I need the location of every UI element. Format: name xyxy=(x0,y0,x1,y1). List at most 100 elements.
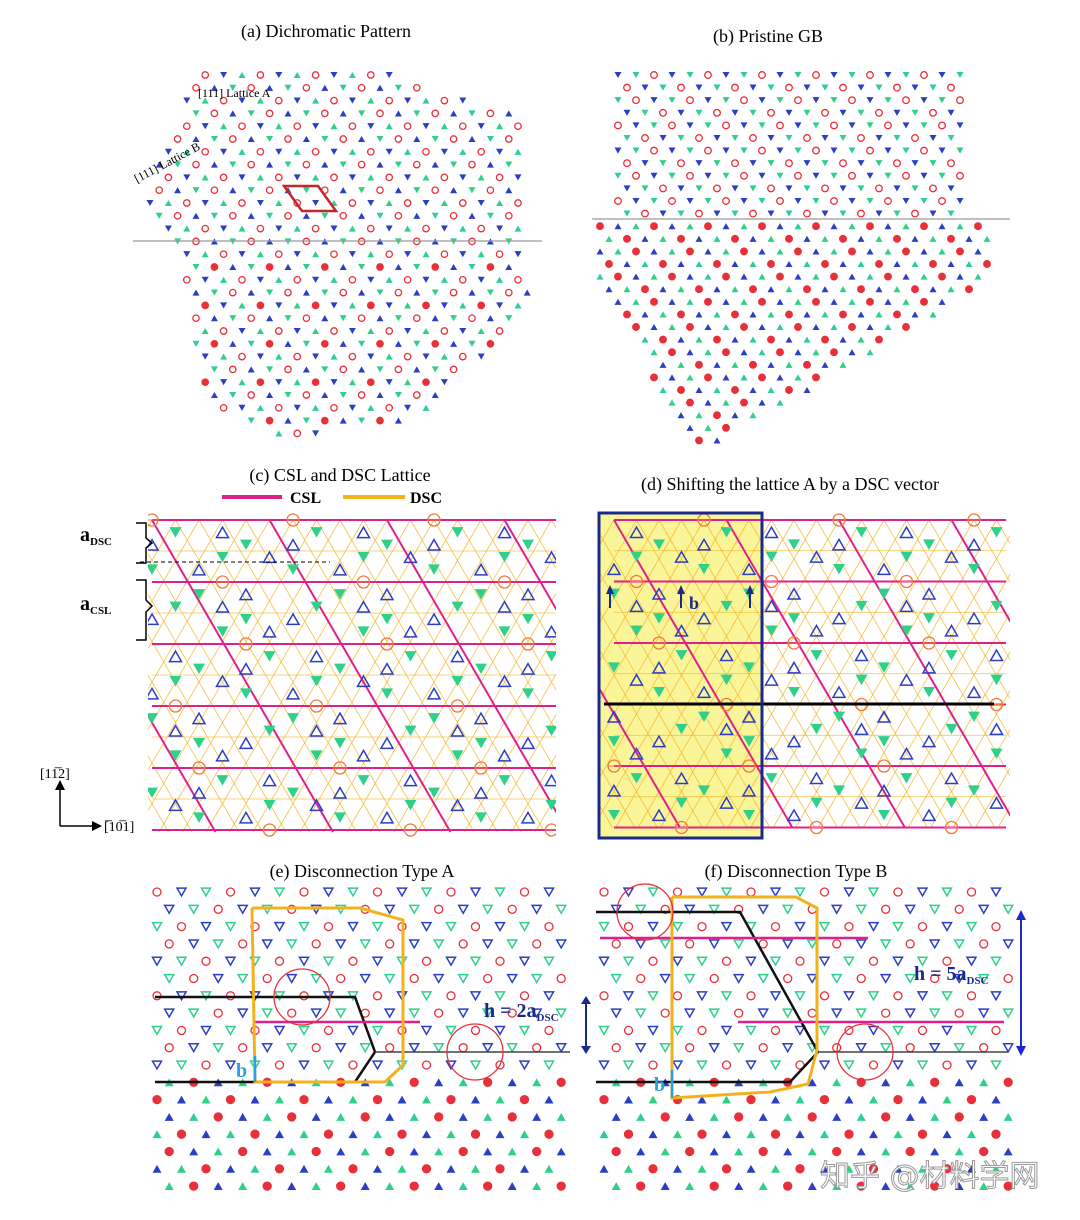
lattice-site-blue-triangle xyxy=(713,134,721,142)
lattice-site-green-triangle xyxy=(431,289,439,296)
lattice-site-circle xyxy=(164,1043,174,1053)
dsc-line xyxy=(148,519,153,528)
lattice-site-green-triangle xyxy=(339,315,347,322)
lattice-site-blue-triangle xyxy=(855,1043,867,1054)
lattice-site-blue-triangle xyxy=(686,273,694,280)
lattice-b-label: [111] Lattice B xyxy=(132,139,203,185)
lattice-site-circle xyxy=(155,186,164,195)
lattice-site-blue-triangle xyxy=(273,921,286,933)
lattice-site-circle xyxy=(302,391,311,399)
dsc-site-green-triangle xyxy=(451,675,464,687)
dsc-line xyxy=(457,519,556,691)
lattice-site-circle xyxy=(376,263,384,271)
lattice-site-green-triangle xyxy=(275,276,283,283)
lattice-site-green-triangle xyxy=(373,1130,382,1139)
lattice-site-green-triangle xyxy=(201,1095,211,1104)
lattice-site-green-triangle xyxy=(285,939,298,950)
lattice-site-blue-triangle xyxy=(175,887,188,898)
lattice-site-circle xyxy=(821,335,829,344)
lattice-site-circle xyxy=(311,1146,321,1157)
lattice-site-blue-triangle xyxy=(794,273,802,280)
dsc-site-green-triangle xyxy=(404,725,417,737)
lattice-site-circle xyxy=(483,1077,493,1087)
lattice-site-circle xyxy=(830,121,838,130)
lattice-site-green-triangle xyxy=(920,122,928,129)
lattice-site-circle xyxy=(881,904,891,914)
lattice-site-circle xyxy=(632,247,640,256)
lattice-site-circle xyxy=(504,135,513,143)
dsc-line xyxy=(1065,520,1080,828)
lattice-site-circle xyxy=(182,122,191,131)
dsc-site-green-triangle xyxy=(923,613,935,624)
lattice-site-blue-triangle xyxy=(431,315,439,322)
lattice-site-blue-triangle xyxy=(767,134,775,142)
lattice-site-blue-triangle xyxy=(187,939,200,950)
lattice-site-circle xyxy=(274,403,283,412)
dsc-site-blue-triangle xyxy=(809,771,824,785)
lattice-site-circle xyxy=(839,234,847,243)
lattice-site-circle xyxy=(385,939,395,949)
lattice-site-blue-triangle xyxy=(394,417,402,424)
lattice-site-green-triangle xyxy=(238,71,246,79)
lattice-site-circle xyxy=(794,96,802,105)
dsc-site-blue-triangle xyxy=(238,662,254,675)
lattice-site-blue-triangle xyxy=(238,1112,248,1121)
lattice-site-circle xyxy=(431,263,440,271)
lattice-site-green-triangle xyxy=(965,921,978,933)
lattice-site-green-triangle xyxy=(704,197,712,205)
lattice-site-green-triangle xyxy=(938,172,946,179)
lattice-site-circle xyxy=(366,224,375,233)
lattice-site-circle xyxy=(704,373,712,382)
lattice-site-blue-triangle xyxy=(647,1025,659,1036)
lattice-site-circle xyxy=(201,71,210,79)
lattice-site-circle xyxy=(348,352,357,361)
lattice-site-circle xyxy=(238,939,248,949)
lattice-site-blue-triangle xyxy=(875,286,883,293)
lattice-site-green-triangle xyxy=(614,97,622,104)
lattice-site-green-triangle xyxy=(302,417,310,424)
lattice-site-green-triangle xyxy=(302,340,310,347)
lattice-site-circle xyxy=(440,96,449,105)
lattice-site-green-triangle xyxy=(532,1078,542,1087)
lattice-site-green-triangle xyxy=(708,904,720,915)
lattice-site-blue-triangle xyxy=(767,210,775,217)
lattice-site-circle xyxy=(672,991,683,1001)
lattice-site-green-triangle xyxy=(266,212,274,219)
lattice-site-green-triangle xyxy=(321,135,329,143)
lattice-site-circle xyxy=(660,904,670,914)
lattice-site-circle xyxy=(709,973,719,984)
csl-line xyxy=(386,519,556,814)
dsc-line xyxy=(0,520,51,832)
lattice-site-green-triangle xyxy=(284,84,292,91)
lattice-site-green-triangle xyxy=(977,973,990,984)
dsc-site-blue-triangle xyxy=(651,587,667,600)
lattice-site-blue-triangle xyxy=(285,973,298,984)
lattice-site-circle xyxy=(758,297,766,306)
lattice-site-green-triangle xyxy=(979,1078,989,1087)
lattice-site-green-triangle xyxy=(659,84,667,91)
lattice-site-blue-triangle xyxy=(339,187,347,194)
lattice-site-blue-triangle xyxy=(929,210,937,217)
lattice-site-circle xyxy=(734,1008,744,1018)
lattice-site-circle xyxy=(274,1060,285,1070)
lattice-site-blue-triangle xyxy=(385,1112,395,1121)
dsc-site-green-triangle xyxy=(169,675,182,687)
lattice-site-green-triangle xyxy=(902,147,910,154)
lattice-site-green-triangle xyxy=(213,1147,223,1156)
lattice-site-circle xyxy=(1003,1181,1013,1191)
lattice-site-blue-triangle xyxy=(376,161,384,168)
dsc-site-blue-triangle xyxy=(899,673,914,686)
lattice-site-green-triangle xyxy=(632,147,640,154)
lattice-site-green-triangle xyxy=(440,276,448,283)
lattice-site-blue-triangle xyxy=(659,134,667,142)
dsc-line xyxy=(252,519,435,833)
lattice-site-green-triangle xyxy=(776,399,784,406)
lattice-site-green-triangle xyxy=(506,939,518,950)
lattice-site-green-triangle xyxy=(183,148,191,155)
dsc-site-green-triangle xyxy=(923,686,935,698)
lattice-site-circle xyxy=(192,160,200,169)
lattice-site-circle xyxy=(956,247,964,256)
lattice-site-green-triangle xyxy=(856,1112,866,1121)
dsc-site-green-triangle xyxy=(833,711,845,723)
lattice-site-green-triangle xyxy=(911,185,919,192)
